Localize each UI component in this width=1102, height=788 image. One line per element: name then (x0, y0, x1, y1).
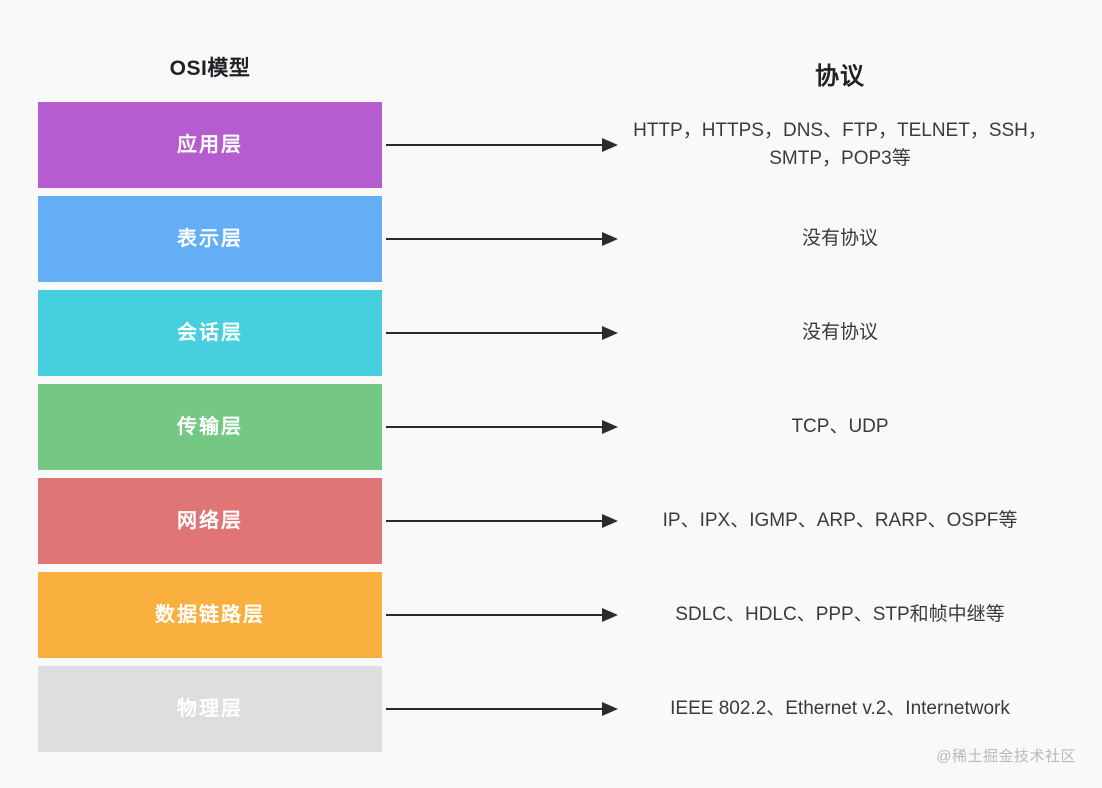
watermark: @稀土掘金技术社区 (936, 748, 1076, 765)
arrow-head-icon (602, 702, 618, 716)
arrow-shaft (386, 238, 602, 240)
arrow-shaft (386, 708, 602, 710)
osi-layer-box[interactable]: 表示层 (38, 196, 382, 282)
protocol-text: IP、IPX、IGMP、ARP、RARP、OSPF等 (662, 510, 1018, 531)
osi-layer-label: 网络层 (177, 510, 243, 532)
arrow-shaft (386, 426, 602, 428)
layer-protocol-arrow (386, 702, 618, 716)
arrow-shaft (386, 144, 602, 146)
protocol-text: SDLC、HDLC、PPP、STP和帧中继等 (675, 604, 1005, 625)
arrow-head-icon (602, 138, 618, 152)
osi-layer-box[interactable]: 网络层 (38, 478, 382, 564)
arrow-shaft (386, 520, 602, 522)
osi-layer-box[interactable]: 应用层 (38, 102, 382, 188)
osi-layer-box[interactable]: 会话层 (38, 290, 382, 376)
arrow-head-icon (602, 608, 618, 622)
osi-layer-label: 传输层 (177, 416, 243, 438)
arrow-head-icon (602, 232, 618, 246)
arrow-shaft (386, 614, 602, 616)
layer-protocol-arrow (386, 232, 618, 246)
arrow-head-icon (602, 420, 618, 434)
protocol-heading: 协议 (815, 63, 865, 90)
protocol-text: HTTP，HTTPS，DNS、FTP，TELNET，SSH， SMTP，POP3… (633, 120, 1047, 169)
protocol-text: 没有协议 (801, 228, 878, 249)
osi-layer-label: 表示层 (177, 228, 243, 250)
layer-protocol-arrow (386, 514, 618, 528)
layer-protocol-arrow (386, 608, 618, 622)
protocol-text: IEEE 802.2、Ethernet v.2、Internetwork (670, 698, 1010, 719)
protocol-text: TCP、UDP (791, 416, 889, 437)
osi-layer-box[interactable]: 传输层 (38, 384, 382, 470)
layer-protocol-arrow (386, 138, 618, 152)
arrow-head-icon (602, 326, 618, 340)
osi-model-heading: OSI模型 (169, 57, 251, 80)
osi-layer-box[interactable]: 数据链路层 (38, 572, 382, 658)
osi-layer-label: 数据链路层 (155, 604, 265, 626)
osi-layer-label: 物理层 (177, 698, 243, 720)
layer-protocol-arrow (386, 420, 618, 434)
osi-layer-label: 会话层 (177, 322, 243, 344)
protocol-text: 没有协议 (801, 322, 878, 343)
osi-layer-box[interactable]: 物理层 (38, 666, 382, 752)
osi-layer-label: 应用层 (177, 134, 243, 156)
arrow-shaft (386, 332, 602, 334)
arrow-head-icon (602, 514, 618, 528)
layer-protocol-arrow (386, 326, 618, 340)
